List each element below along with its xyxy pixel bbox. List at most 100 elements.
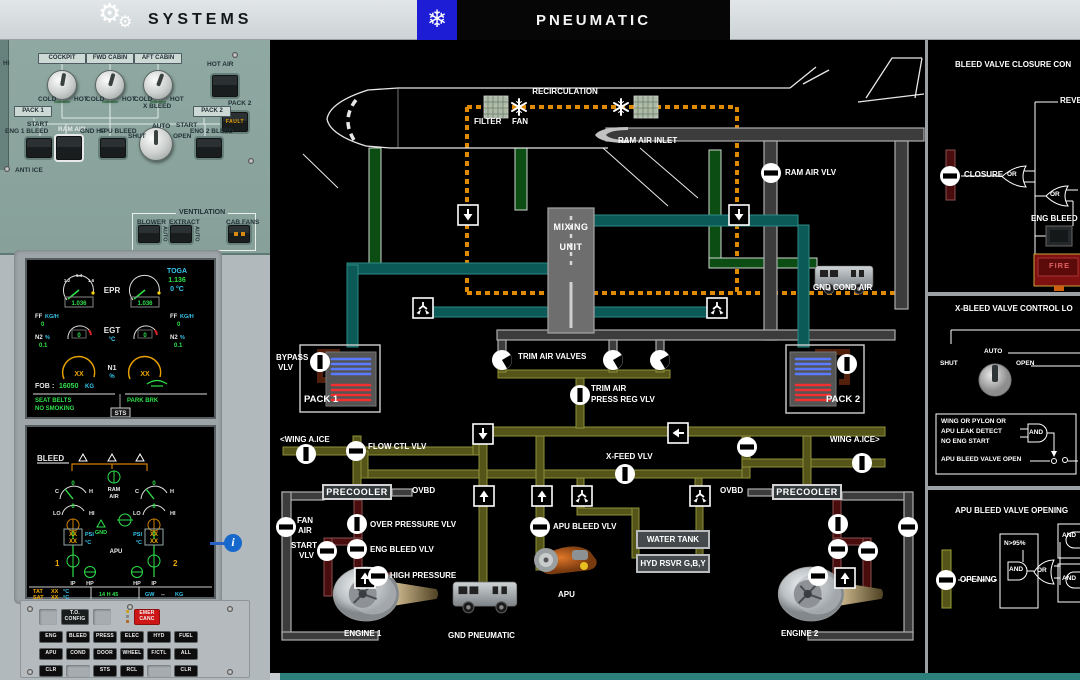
label: N>95% xyxy=(1004,540,1026,547)
eng-bleed-vlv-label: ENG BLEED VLV xyxy=(370,545,434,554)
pneumatic-tab[interactable]: PNEUMATIC xyxy=(457,0,730,40)
blower-button[interactable] xyxy=(138,225,160,243)
extract-button[interactable] xyxy=(170,225,192,243)
door-page-button[interactable]: DOOR xyxy=(93,648,117,660)
aft-cabin-temp-knob[interactable] xyxy=(143,70,173,100)
svg-text:APU: APU xyxy=(110,549,123,555)
svg-text:STS: STS xyxy=(115,411,127,417)
trim-air-press-reg-valve xyxy=(570,385,590,405)
svg-text:N2: N2 xyxy=(35,335,43,341)
filter-label: FILTER xyxy=(474,117,502,126)
label: APU BLEED VALVE OPEN xyxy=(941,456,1022,463)
svg-text:XX: XX xyxy=(150,539,158,545)
fuel-page-button[interactable]: FUEL xyxy=(174,631,198,643)
elec-page-button[interactable]: ELEC xyxy=(120,631,144,643)
apu-image xyxy=(534,546,597,575)
wing-aice-left-valve xyxy=(296,444,316,464)
clr-left-button[interactable]: CLR xyxy=(39,665,63,677)
svg-text:0: 0 xyxy=(177,322,181,328)
svg-text:IP: IP xyxy=(70,581,76,587)
svg-text:EGT: EGT xyxy=(104,326,121,335)
ram-air-button[interactable] xyxy=(56,136,82,160)
apu-bleed-valve xyxy=(530,517,550,537)
eng1-bleed-button[interactable] xyxy=(26,138,52,158)
svg-text:°C: °C xyxy=(85,540,91,546)
svg-text:HP: HP xyxy=(86,581,94,587)
pack2-button[interactable]: FAULT xyxy=(222,112,248,132)
start-valve-1 xyxy=(317,541,337,561)
aft-cabin-label: AFT CABIN xyxy=(134,53,182,64)
fwd-cabin-temp-knob[interactable] xyxy=(95,70,125,100)
cab-fans-button[interactable] xyxy=(228,225,250,243)
bottom-strip xyxy=(280,673,1080,680)
xbleed-logic-knob[interactable] xyxy=(978,363,1012,397)
closure-label: CLOSURE xyxy=(964,170,1004,179)
svg-text:N2: N2 xyxy=(170,335,178,341)
label: CAB FANS xyxy=(226,219,260,226)
systems-menu[interactable]: SYSTEMS xyxy=(148,11,253,28)
clock: 14 H 45 xyxy=(99,592,118,598)
over-pressure-vlv-label: OVER PRESSURE VLV xyxy=(370,520,457,529)
fob-value: 16050 xyxy=(59,383,79,390)
emer-canc-button[interactable]: EMER CANC xyxy=(134,609,160,625)
label: COLD xyxy=(38,96,57,103)
svg-text:H: H xyxy=(89,489,93,495)
bleed-page-button[interactable]: BLEED xyxy=(66,631,90,643)
svg-text:KG: KG xyxy=(175,592,183,598)
svg-text:FF: FF xyxy=(35,314,43,320)
press-page-button[interactable]: PRESS xyxy=(93,631,117,643)
svg-text:1.136: 1.136 xyxy=(168,277,186,284)
precooler1-label: PRECOOLER xyxy=(322,484,392,500)
apu-bleed-button[interactable] xyxy=(100,138,126,158)
apu-bleed-label: APU BLEED xyxy=(99,128,137,135)
bypass-vlv-label: BYPASS xyxy=(276,353,309,362)
to-config-button[interactable]: T.O. CONFIG xyxy=(61,609,89,625)
hyd-page-button[interactable]: HYD xyxy=(147,631,171,643)
info-icon[interactable]: i xyxy=(224,534,242,552)
fan2-icon xyxy=(613,98,629,116)
flow-ctl-valve xyxy=(346,441,366,461)
cockpit-temp-knob[interactable] xyxy=(47,70,77,100)
clr-right-button[interactable]: CLR xyxy=(174,665,198,677)
aircraft-outline xyxy=(302,57,925,207)
ram-air-valve xyxy=(761,163,781,183)
svg-text:NO SMOKING: NO SMOKING xyxy=(35,406,75,412)
xbleed-control-title: X-BLEED VALVE CONTROL LO xyxy=(955,304,1073,313)
label: HOT xyxy=(74,96,88,103)
svg-text:XX: XX xyxy=(74,371,84,378)
label: SHUT xyxy=(940,360,958,367)
label: OPEN xyxy=(1016,360,1035,367)
hot-air-button[interactable] xyxy=(212,75,238,97)
gears-icon: ⚙⚙ xyxy=(98,0,133,31)
all-page-button[interactable]: ALL xyxy=(174,648,198,660)
label xyxy=(147,665,171,677)
opening-label: OPENING xyxy=(960,575,997,584)
eng-page-button[interactable]: ENG xyxy=(39,631,63,643)
sts-button[interactable]: STS xyxy=(93,665,117,677)
svg-text:XX: XX xyxy=(150,532,158,538)
apu-page-button[interactable]: APU xyxy=(39,648,63,660)
hi-label: HI xyxy=(3,60,10,67)
svg-text:%: % xyxy=(180,335,185,341)
valves xyxy=(276,163,918,586)
label: AUTO xyxy=(152,123,171,130)
x-bleed-knob[interactable] xyxy=(139,127,173,161)
start-valve-2 xyxy=(858,541,878,561)
svg-text:%: % xyxy=(109,374,115,380)
wheel-page-button[interactable]: WHEEL xyxy=(120,648,144,660)
fctl-page-button[interactable]: F/CTL xyxy=(147,648,171,660)
cond-page-button[interactable]: COND xyxy=(66,648,90,660)
label: NO ENG START xyxy=(941,438,990,445)
svg-text:0: 0 xyxy=(77,333,81,339)
svg-text:1.4: 1.4 xyxy=(76,273,83,278)
label: START xyxy=(176,122,198,129)
wing-aice-right-label: WING A.ICE> xyxy=(830,435,880,444)
svg-text:EPR: EPR xyxy=(104,286,121,295)
label: AIR xyxy=(298,526,312,535)
svg-text:0: 0 xyxy=(71,504,75,510)
svg-text:GW: GW xyxy=(145,592,155,598)
rcl-button[interactable]: RCL xyxy=(120,665,144,677)
eng2-bleed-button[interactable] xyxy=(196,138,222,158)
